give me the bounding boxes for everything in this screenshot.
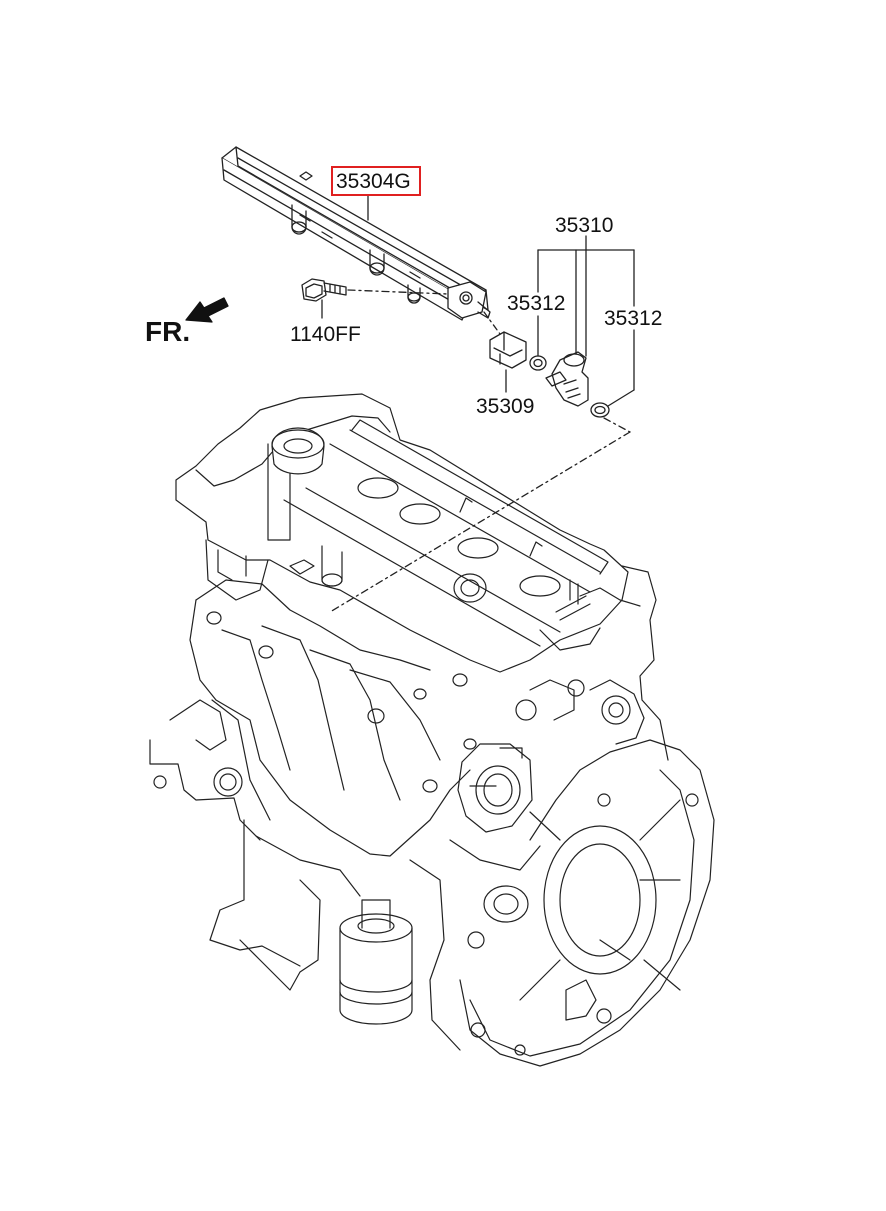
part-label-35312-lower[interactable]: 35312 [604,307,663,330]
injector-dash-leader [604,418,630,432]
part-label-1140FF[interactable]: 1140FF [290,323,361,346]
injector-install-dash [330,432,630,612]
o-ring-upper-35312[interactable] [530,356,546,370]
part-highlight-box [331,166,421,196]
bolt-dash-leader [348,290,448,294]
fuel-rail-35304G[interactable] [222,147,490,320]
engine-assembly [150,394,714,1066]
leader-35310 [538,236,634,406]
arrow-down-left-icon [186,298,228,322]
part-label-35310[interactable]: 35310 [555,214,614,237]
part-label-35312-upper[interactable]: 35312 [507,292,566,315]
o-ring-lower-35312[interactable] [591,403,609,417]
clip-35309[interactable] [490,332,526,368]
bolt-1140FF[interactable] [302,279,346,318]
clip-dash-leader [484,312,500,334]
part-label-35304G[interactable]: 35304G [336,170,411,193]
front-direction-label: FR. [145,316,191,347]
part-label-35309[interactable]: 35309 [476,395,535,418]
injector-35310[interactable] [546,352,588,406]
